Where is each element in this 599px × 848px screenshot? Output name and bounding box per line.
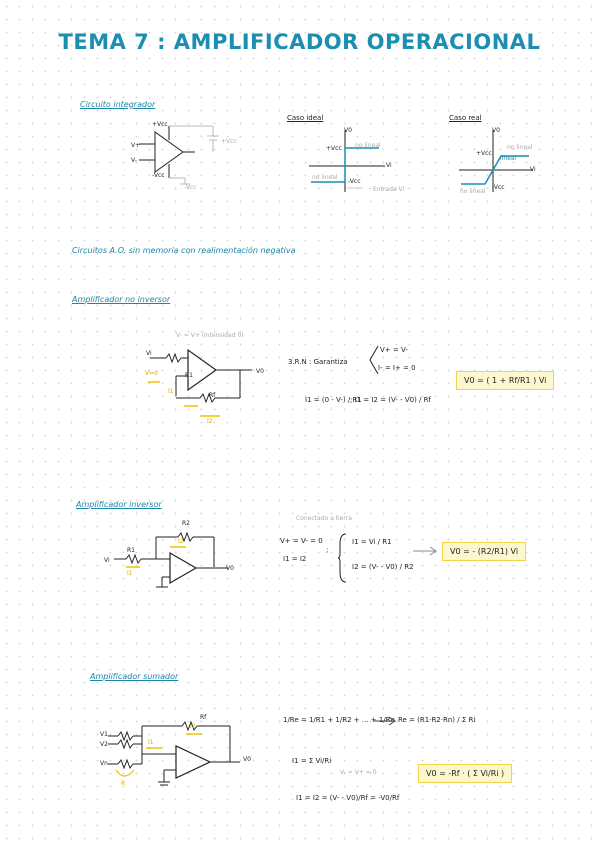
summing-arrow (374, 716, 396, 726)
noninverting-i2: I2 (207, 418, 213, 425)
ideal-zone-upper: no lineal (355, 142, 381, 149)
page-title: TEMA 7 : AMPLIFICADOR OPERACIONAL (58, 30, 541, 54)
summing-eq1-result: Re = (R1·R2·Rn) / Σ Ri (398, 716, 476, 724)
noninverting-cond2: I- = I+ = 0 (378, 364, 416, 372)
real-linear-label: lineal (500, 155, 517, 162)
summing-hint: V- = V+ = 0 (340, 769, 377, 776)
noninverting-heading: Amplificador no inversor (72, 295, 171, 304)
integrator-faint-pos: +Vcc (221, 138, 237, 145)
real-zone-lower: no lineal (460, 188, 486, 195)
noninverting-rule: 3.R.N : Garantiza (288, 358, 348, 366)
summing-vn: Vn (100, 760, 108, 767)
noninverting-brace (369, 345, 379, 375)
ideal-note: Entrada Vi (373, 186, 405, 193)
integrator-v-plus: V+ (131, 142, 141, 149)
noninverting-i1: I1 (168, 388, 174, 395)
inverting-brace (337, 533, 347, 583)
inverting-hint: Conectado a tierra (296, 515, 352, 522)
ideal-vo-label: V0 (344, 127, 352, 134)
inverting-eq2: I1 = I2 (283, 555, 307, 563)
inverting-circuit (114, 531, 228, 588)
inverting-i1: I1 (127, 570, 133, 577)
real-heading: Caso real (449, 114, 482, 122)
inverting-vo: V0 (226, 565, 234, 572)
summing-v2: V2 (100, 741, 108, 748)
inverting-r1: R1 (127, 547, 135, 554)
summing-v1: V1 (100, 731, 108, 738)
real-neg-label: -Vcc (492, 184, 505, 191)
noninverting-eq2: ; I1 = I2 = (V- - V0) / Rf (350, 396, 431, 404)
noninverting-circuit (148, 348, 252, 417)
inverting-vi: Vi (104, 557, 110, 564)
integrator-circuit (139, 125, 219, 185)
ideal-pos-label: +Vcc (326, 145, 342, 152)
inverting-semicolon: ; (326, 546, 329, 554)
noninverting-vi: Vi (146, 350, 152, 357)
integrator-neg-supply: -Vcc (152, 172, 165, 179)
integrator-faint-neg: -Vcc (184, 184, 197, 191)
integrator-heading: Circuito integrador (80, 100, 156, 109)
ideal-zone-lower: no lineal (312, 174, 338, 181)
integrator-v-minus: V- (131, 157, 137, 164)
summing-eq2: I1 = Σ Vi/Ri (292, 757, 332, 765)
summing-eq3: I1 = I2 = (V- - V0)/Rf = -V0/Rf (296, 794, 400, 802)
ideal-neg-label: -Vcc (348, 178, 361, 185)
summing-eq1: 1/Re = 1/R1 + 1/R2 + ... + 1/Rn (283, 716, 395, 724)
noninverting-rf: Rf (209, 392, 216, 399)
inverting-arrow (413, 546, 437, 556)
inverting-eq1: V+ = V- = 0 (280, 537, 323, 545)
inverting-r2: R2 (182, 520, 190, 527)
summing-heading: Amplificador sumador (90, 672, 179, 681)
inverting-heading: Amplificador inversor (76, 500, 162, 509)
real-transfer-graph (459, 130, 533, 192)
summing-rf: Rf (200, 714, 207, 721)
noninverting-result-box: V0 = ( 1 + Rf/R1 ) Vi (456, 371, 555, 390)
feedback-heading: Circuitos A.O. sin memoria con realiment… (72, 246, 296, 255)
inverting-i2: I2 (178, 538, 184, 545)
noninverting-vzero: V=0 (145, 370, 158, 377)
ideal-transfer-graph (309, 130, 385, 192)
real-zone-upper: no lineal (507, 144, 533, 151)
summing-vo: V0 (243, 756, 251, 763)
summing-circuit (108, 720, 240, 786)
ideal-vi-label: Vi (386, 162, 392, 169)
summing-result-box: V0 = -Rf · ( Σ Vi/Ri ) (418, 764, 513, 783)
inverting-eq4: I2 = (V- - V0) / R2 (352, 563, 414, 571)
real-pos-label: +Vcc (476, 150, 492, 157)
inverting-result-box: V0 = - (R2/R1) Vi (442, 542, 527, 561)
summing-r: R (121, 780, 126, 787)
noninverting-cond1: V+ = V- (380, 346, 408, 354)
summing-i1: I1 (148, 739, 154, 746)
summing-i2: I2 (190, 723, 196, 730)
inverting-eq3: I1 = Vi / R1 (352, 538, 392, 546)
real-vo-label: V0 (492, 127, 500, 134)
noninverting-r1: R1 (185, 372, 193, 379)
noninverting-eq1: I1 = (0 - V-) / R1 (305, 396, 362, 404)
real-vi-label: Vi (530, 166, 536, 173)
noninverting-vo: V0 (256, 368, 264, 375)
integrator-pos-supply: +Vcc (152, 121, 168, 128)
noninverting-hint: V- = V+ (intensidad 0) (176, 332, 244, 339)
ideal-heading: Caso ideal (287, 114, 324, 122)
